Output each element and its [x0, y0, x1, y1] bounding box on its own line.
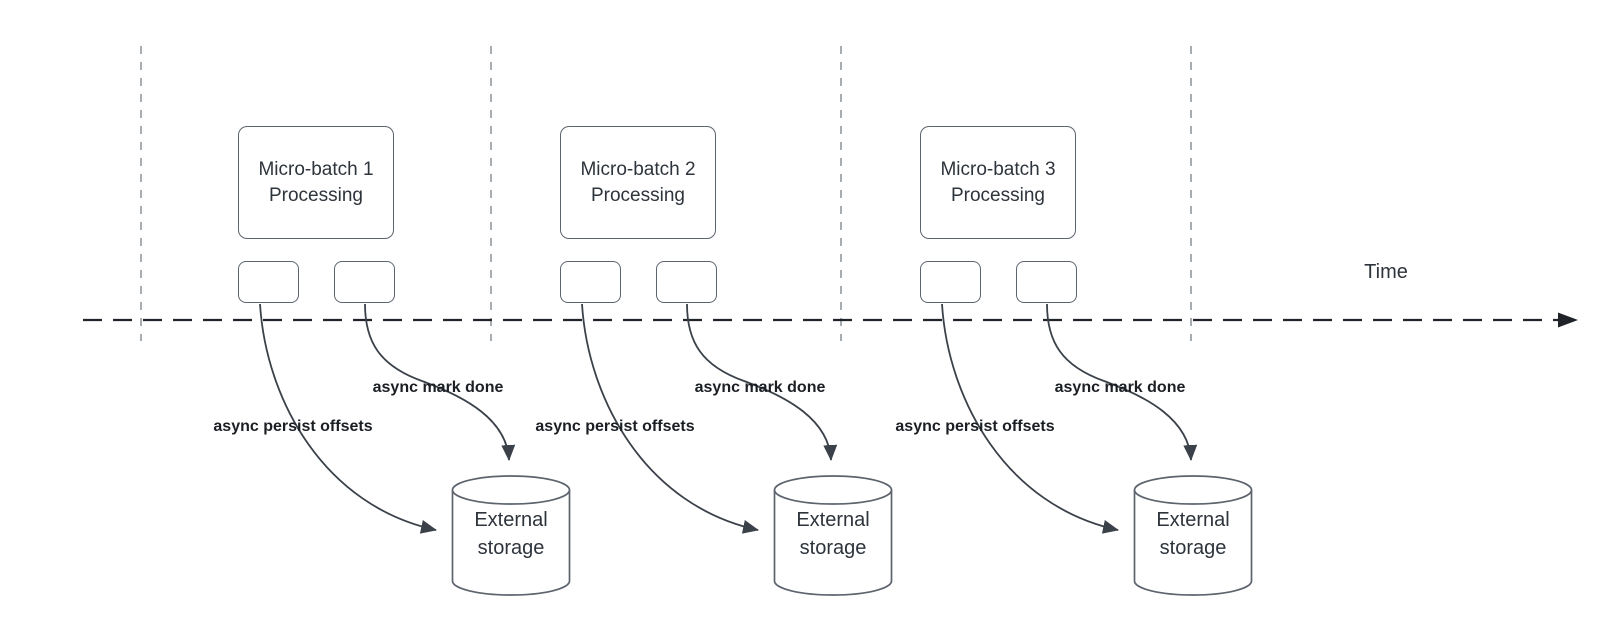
persist-offsets-task-box — [560, 261, 621, 303]
group-graphics — [581, 303, 893, 596]
group-graphics — [941, 303, 1253, 596]
mark-done-task-box — [1016, 261, 1077, 303]
time-axis-label: Time — [1364, 261, 1408, 283]
mark-done-label: async mark done — [694, 379, 826, 396]
processing-box-label: Micro-batch 3 Processing — [940, 158, 1056, 206]
processing-box-label: Micro-batch 2 Processing — [580, 158, 696, 206]
microbatch-group-1: Micro-batch 1 Processing async persist o… — [213, 0, 588, 642]
mark-done-label: async mark done — [1054, 379, 1186, 396]
database-cylinder-icon — [451, 475, 571, 596]
mark-done-task-box — [334, 261, 395, 303]
microbatch-group-3: Micro-batch 3 Processing async persist o… — [895, 0, 1270, 642]
database-cylinder-icon — [1133, 475, 1253, 596]
persist-offsets-label: async persist offsets — [895, 418, 1055, 435]
async-mark-done-arrow — [1046, 303, 1198, 461]
persist-offsets-task-box — [920, 261, 981, 303]
persist-offsets-label: async persist offsets — [535, 418, 695, 435]
mark-done-task-box — [656, 261, 717, 303]
group-graphics — [259, 303, 571, 596]
processing-box-label: Micro-batch 1 Processing — [258, 158, 374, 206]
microbatch-group-2: Micro-batch 2 Processing async persist o… — [535, 0, 910, 642]
async-persist-offsets-arrow — [581, 303, 759, 534]
async-mark-done-arrow — [364, 303, 516, 461]
interval-gridlines — [140, 46, 1192, 341]
database-cylinder-icon — [773, 475, 893, 596]
async-persist-offsets-arrow — [941, 303, 1119, 534]
processing-box: Micro-batch 2 Processing — [560, 126, 716, 239]
external-storage-label: External storage — [796, 509, 870, 560]
dashed-arrow-right-icon — [83, 312, 1578, 328]
processing-box: Micro-batch 1 Processing — [238, 126, 394, 239]
async-persist-offsets-arrow — [259, 303, 437, 534]
mark-done-label: async mark done — [372, 379, 504, 396]
persist-offsets-label: async persist offsets — [213, 418, 373, 435]
external-storage-label: External storage — [474, 509, 548, 560]
persist-offsets-task-box — [238, 261, 299, 303]
external-storage-label: External storage — [1156, 509, 1230, 560]
processing-box: Micro-batch 3 Processing — [920, 126, 1076, 239]
async-mark-done-arrow — [686, 303, 838, 461]
